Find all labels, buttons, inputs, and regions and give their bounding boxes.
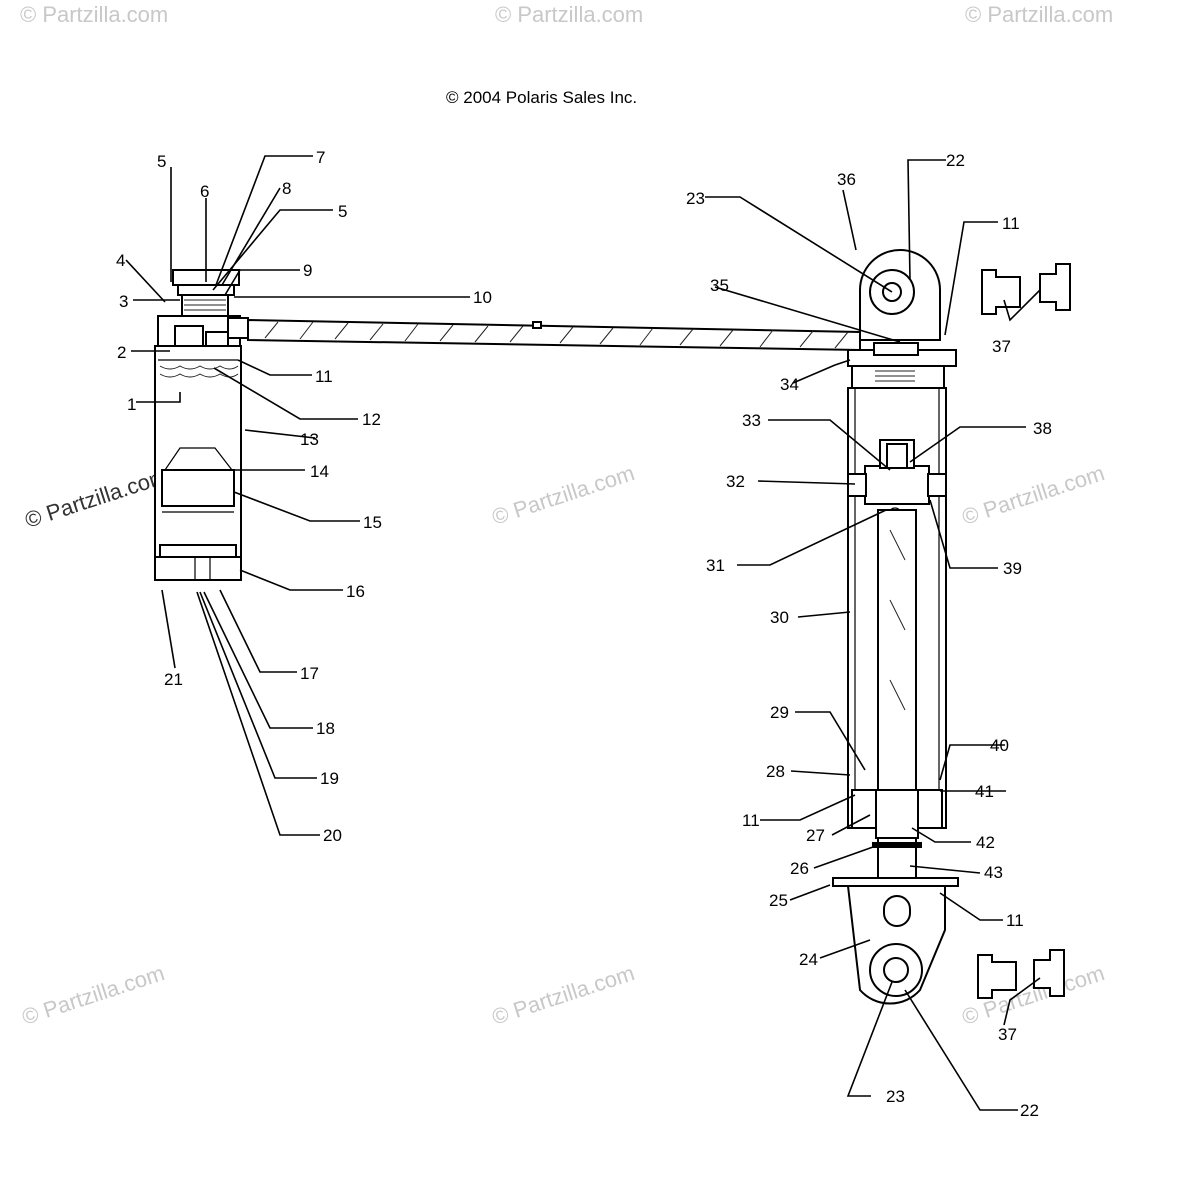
- copyright-text: © 2004 Polaris Sales Inc.: [446, 88, 637, 107]
- callout-36: 36: [837, 170, 856, 189]
- callout-38: 38: [1033, 419, 1052, 438]
- callout-1: 1: [127, 395, 136, 414]
- watermark: © Partzilla.com: [965, 2, 1113, 27]
- callout-39: 39: [1003, 559, 1022, 578]
- callout-19: 19: [320, 769, 339, 788]
- callout-4: 4: [116, 251, 125, 270]
- callout-10: 10: [473, 288, 492, 307]
- shock-body-assembly: [832, 249, 959, 1005]
- watermark: © Partzilla.com: [959, 460, 1108, 530]
- callout-32: 32: [726, 472, 745, 491]
- watermark: © Partzilla.com: [19, 960, 168, 1030]
- callout-22: 22: [946, 151, 965, 170]
- watermark: © Partzilla.com: [489, 960, 638, 1030]
- callout-23: 23: [886, 1087, 905, 1106]
- callout-37: 37: [998, 1025, 1017, 1044]
- callout-42: 42: [976, 833, 995, 852]
- callout-34: 34: [780, 375, 799, 394]
- reservoir-hose: [247, 318, 861, 352]
- callout-13: 13: [300, 430, 319, 449]
- callout-11: 11: [742, 811, 760, 830]
- callout-15: 15: [363, 513, 382, 532]
- callout-43: 43: [984, 863, 1003, 882]
- watermark: © Partzilla.com: [20, 2, 168, 27]
- callout-12: 12: [362, 410, 381, 429]
- callout-5: 5: [157, 152, 166, 171]
- callout-22: 22: [1020, 1101, 1039, 1120]
- callout-18: 18: [316, 719, 335, 738]
- callout-5: 5: [338, 202, 347, 221]
- lower-bushings: [977, 949, 1065, 999]
- upper-bushings: [981, 263, 1071, 315]
- callout-25: 25: [769, 891, 788, 910]
- callout-24: 24: [799, 950, 818, 969]
- callout-30: 30: [770, 608, 789, 627]
- callout-16: 16: [346, 582, 365, 601]
- callout-23: 23: [686, 189, 705, 208]
- callout-40: 40: [990, 736, 1009, 755]
- callout-31: 31: [706, 556, 725, 575]
- callout-28: 28: [766, 762, 785, 781]
- reservoir-assembly: [154, 269, 249, 581]
- callout-17: 17: [300, 664, 319, 683]
- callout-20: 20: [323, 826, 342, 845]
- callout-2: 2: [117, 343, 126, 362]
- watermark: © Partzilla.com: [22, 463, 171, 533]
- callout-37: 37: [992, 337, 1011, 356]
- piston: [864, 465, 930, 505]
- callout-29: 29: [770, 703, 789, 722]
- callout-6: 6: [200, 182, 209, 201]
- callout-14: 14: [310, 462, 329, 481]
- callout-27: 27: [806, 826, 825, 845]
- callout-33: 33: [742, 411, 761, 430]
- watermark: © Partzilla.com: [495, 2, 643, 27]
- callout-11: 11: [315, 367, 333, 386]
- callout-41: 41: [975, 782, 994, 801]
- reservoir-end-cap: [154, 556, 242, 581]
- callout-9: 9: [303, 261, 312, 280]
- watermark: © Partzilla.com: [489, 460, 638, 530]
- lower-spring-seat: [832, 877, 959, 887]
- leader-lines: [125, 155, 1041, 1111]
- callout-26: 26: [790, 859, 809, 878]
- floating-piston: [161, 469, 235, 507]
- bumper-ring: [872, 842, 922, 848]
- callout-11: 11: [1002, 214, 1020, 233]
- callout-7: 7: [316, 148, 325, 167]
- callout-8: 8: [282, 179, 291, 198]
- callout-3: 3: [119, 292, 128, 311]
- callout-21: 21: [164, 670, 183, 689]
- callout-labels: 1 2 3 4 5 5 6 7 8 9 10 11 11 11 11 12 13…: [116, 148, 1052, 1120]
- callout-35: 35: [710, 276, 729, 295]
- callout-11: 11: [1006, 911, 1024, 930]
